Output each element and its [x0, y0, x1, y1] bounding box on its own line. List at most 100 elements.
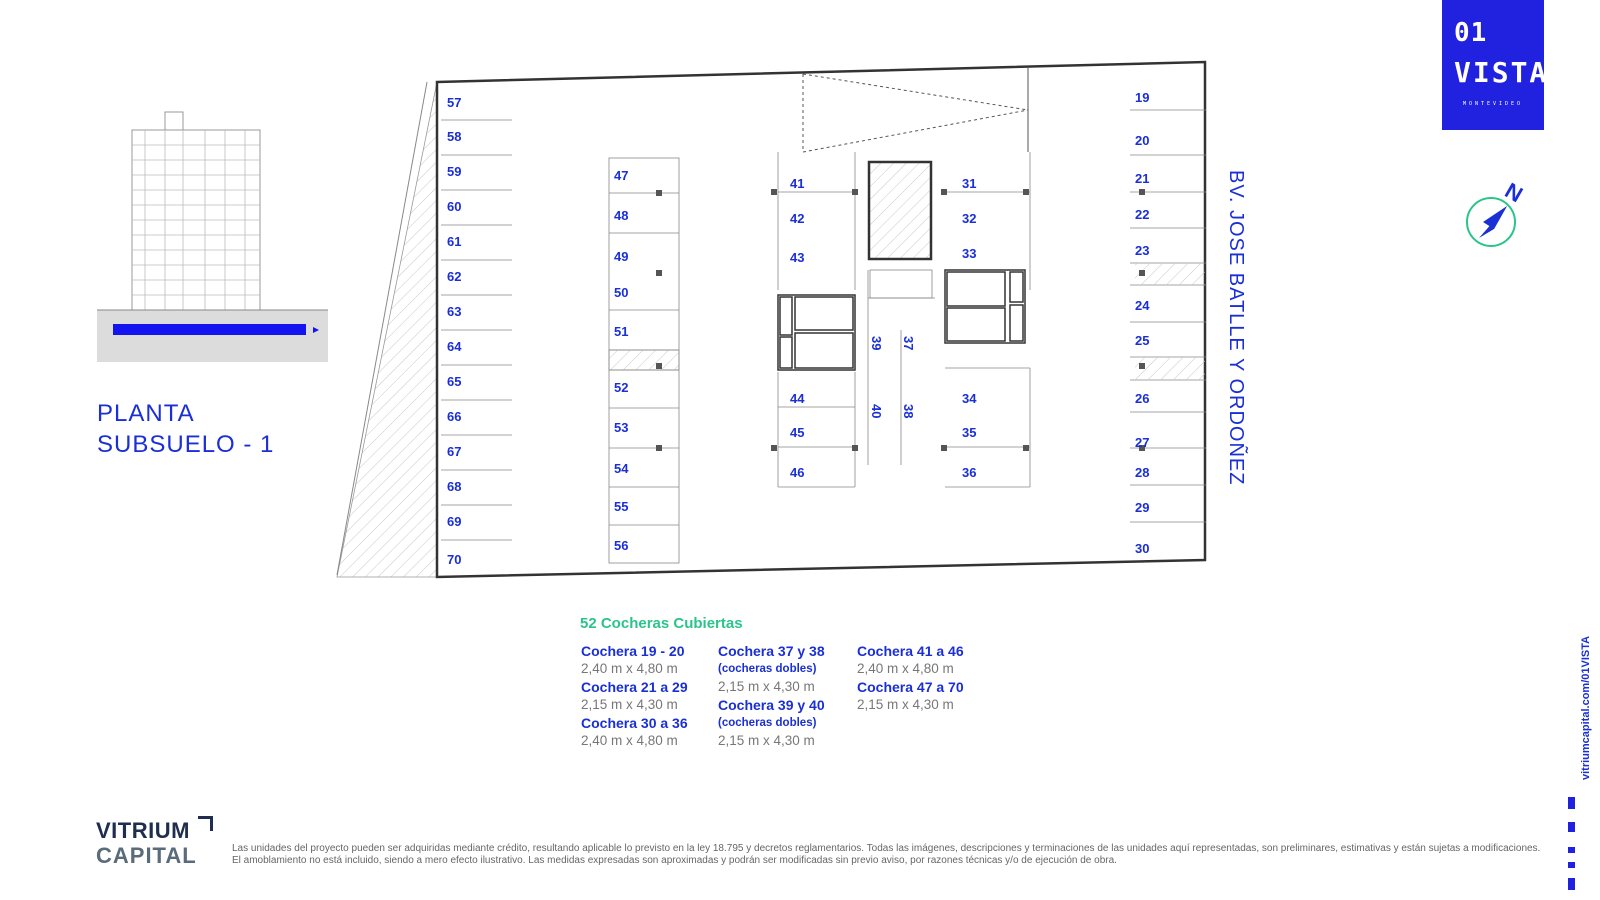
street-name: BV. JOSE BATLLE Y ORDOÑEZ [1225, 170, 1247, 486]
column-marker [656, 363, 662, 369]
space-number-label: 31 [962, 176, 976, 191]
space-number-label: 26 [1135, 391, 1149, 406]
legend-title: Cochera 41 a 46 [857, 643, 964, 659]
space-number-label: 56 [614, 538, 628, 553]
side-url-text[interactable]: vitriumcapital.com/01VISTA [1580, 635, 1592, 780]
space-number-label: 47 [614, 168, 628, 183]
space-number-label: 40 [869, 404, 884, 418]
core-services [777, 269, 1026, 371]
legend-title: Cochera 47 a 70 [857, 679, 964, 695]
space-number-label: 35 [962, 425, 976, 440]
legend-dims: 2,15 m x 4,30 m [718, 679, 815, 694]
space-number-label: 41 [790, 176, 804, 191]
space-number-label: 51 [614, 324, 628, 339]
side-bar-decoration [1568, 862, 1575, 868]
space-number-label: 60 [447, 199, 461, 214]
legend-title: Cochera 30 a 36 [581, 715, 688, 731]
floor-title-line1: PLANTA [97, 400, 195, 427]
brand-line1: VITRIUM [96, 818, 190, 843]
space-number-label: 61 [447, 234, 461, 249]
elevator-shaft [867, 160, 933, 261]
space-number-label: 62 [447, 269, 461, 284]
street-label: BV. JOSE BATLLE Y ORDOÑEZ [1215, 170, 1255, 485]
column-marker [1023, 189, 1029, 195]
column-marker [656, 190, 662, 196]
space-number-label: 57 [447, 95, 461, 110]
disclaimer: Las unidades del proyecto pueden ser adq… [232, 843, 1541, 866]
side-bar-decoration [1568, 847, 1575, 853]
space-number-label: 64 [447, 339, 462, 354]
space-number-label: 54 [614, 461, 629, 476]
logo-line2: VISTA [1454, 56, 1549, 89]
space-number-label: 69 [447, 514, 461, 529]
side-bar-decoration [1568, 878, 1575, 890]
column-marker [941, 445, 947, 451]
space-number-label: 70 [447, 552, 461, 567]
legend-heading: 52 Cocheras Cubiertas [580, 615, 743, 632]
space-number-label: 58 [447, 129, 461, 144]
space-number-label: 65 [447, 374, 461, 389]
space-number-label: 63 [447, 304, 461, 319]
space-number-label: 42 [790, 211, 804, 226]
space-number-label: 44 [790, 391, 805, 406]
space-number-label: 59 [447, 164, 461, 179]
column-marker [1139, 270, 1145, 276]
space-number-label: 48 [614, 208, 628, 223]
side-bar-decoration [1568, 822, 1575, 832]
space-number-label: 50 [614, 285, 628, 300]
legend-title: Cochera 21 a 29 [581, 679, 688, 695]
floor-title: PLANTA SUBSUELO - 1 [97, 398, 274, 460]
legend-dims: 2,40 m x 4,80 m [857, 661, 954, 676]
legend-column-1: Cochera 19 - 20 2,40 m x 4,80 m Cochera … [581, 642, 688, 750]
space-number-label: 22 [1135, 207, 1149, 222]
space-number-label: 66 [447, 409, 461, 424]
space-number-label: 49 [614, 249, 628, 264]
space-number-label: 34 [962, 391, 977, 406]
space-number-label: 20 [1135, 133, 1149, 148]
space-number-label: 39 [869, 336, 884, 350]
parking-perimeter [435, 60, 1207, 579]
legend-title: Cochera 39 y 40 [718, 697, 825, 713]
legend-title: Cochera 19 - 20 [581, 643, 685, 659]
space-number-label: 55 [614, 499, 628, 514]
column-marker [1139, 189, 1145, 195]
building-elevation [97, 111, 328, 362]
space-number-label: 21 [1135, 171, 1149, 186]
column-marker [771, 189, 777, 195]
space-number-label: 25 [1135, 333, 1149, 348]
side-url[interactable]: vitriumcapital.com/01VISTA [1568, 630, 1592, 790]
column-marker [852, 189, 858, 195]
legend-note: (cocheras dobles) [718, 663, 817, 675]
space-number-label: 46 [790, 465, 804, 480]
space-number-label: 33 [962, 246, 976, 261]
legend-dims: 2,15 m x 4,30 m [718, 733, 815, 748]
space-number-label: 27 [1135, 435, 1149, 450]
space-number-label: 23 [1135, 243, 1149, 258]
space-number-label: 28 [1135, 465, 1149, 480]
hatched-boundary [336, 81, 438, 578]
space-number-label: 43 [790, 250, 804, 265]
space-number-label: 67 [447, 444, 461, 459]
space-number-label: 53 [614, 420, 628, 435]
column-marker [771, 445, 777, 451]
space-number-label: 29 [1135, 500, 1149, 515]
space-number-label: 68 [447, 479, 461, 494]
legend-dims: 2,15 m x 4,30 m [857, 697, 954, 712]
column-marker [941, 189, 947, 195]
legend-note: (cocheras dobles) [718, 717, 817, 729]
space-number-label: 37 [901, 336, 916, 350]
legend-dims: 2,40 m x 4,80 m [581, 733, 678, 748]
legend-title: Cochera 37 y 38 [718, 643, 825, 659]
column-marker [1139, 363, 1145, 369]
space-number-label: 52 [614, 380, 628, 395]
floor-title-line2: SUBSUELO - 1 [97, 431, 275, 458]
brand-mark-icon [198, 816, 213, 831]
column-marker [656, 445, 662, 451]
legend-column-2: Cochera 37 y 38 (cocheras dobles) 2,15 m… [718, 642, 825, 750]
logo-line1: 01 [1454, 18, 1488, 48]
space-number-label: 32 [962, 211, 976, 226]
legend-column-3: Cochera 41 a 46 2,40 m x 4,80 m Cochera … [857, 642, 964, 714]
space-number-label: 38 [901, 404, 916, 418]
space-number-label: 24 [1135, 298, 1150, 313]
column-marker [852, 445, 858, 451]
